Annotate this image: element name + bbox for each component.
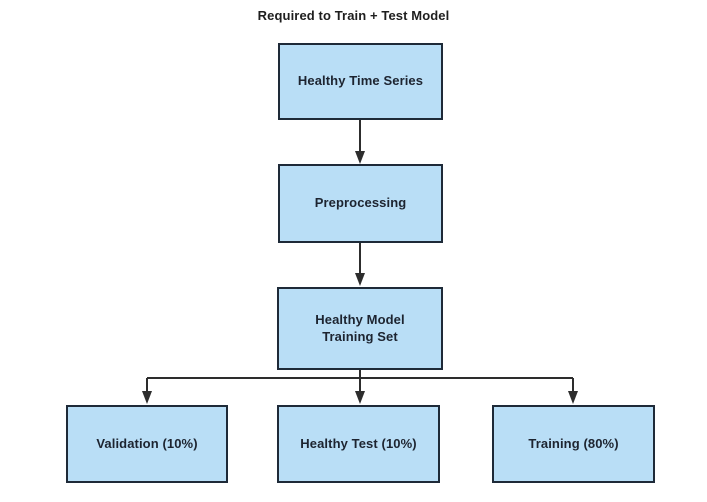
node-training: Training (80%) — [492, 405, 655, 483]
node-healthy-time-series: Healthy Time Series — [278, 43, 443, 120]
node-label: Healthy Test (10%) — [300, 435, 417, 451]
arrowhead-icon — [568, 391, 578, 404]
node-validation: Validation (10%) — [66, 405, 228, 483]
node-label: Training Set — [322, 328, 398, 344]
edge-split-connector — [146, 370, 574, 392]
node-label: Validation (10%) — [96, 435, 198, 451]
node-healthy-test: Healthy Test (10%) — [277, 405, 440, 483]
node-label: Healthy Time Series — [297, 73, 424, 89]
arrowhead-icon — [355, 151, 365, 164]
arrowhead-icon — [355, 391, 365, 404]
diagram-title: Required to Train + Test Model — [257, 8, 450, 23]
arrowhead-icon — [142, 391, 152, 404]
node-label: Training (80%) — [528, 435, 619, 451]
node-healthy-model-training-set: Healthy Model Training Set — [277, 287, 443, 370]
node-label: Healthy Model — [315, 312, 405, 328]
arrowhead-icon — [355, 273, 365, 286]
node-label: Preprocessing — [314, 195, 407, 211]
node-preprocessing: Preprocessing — [278, 164, 443, 243]
